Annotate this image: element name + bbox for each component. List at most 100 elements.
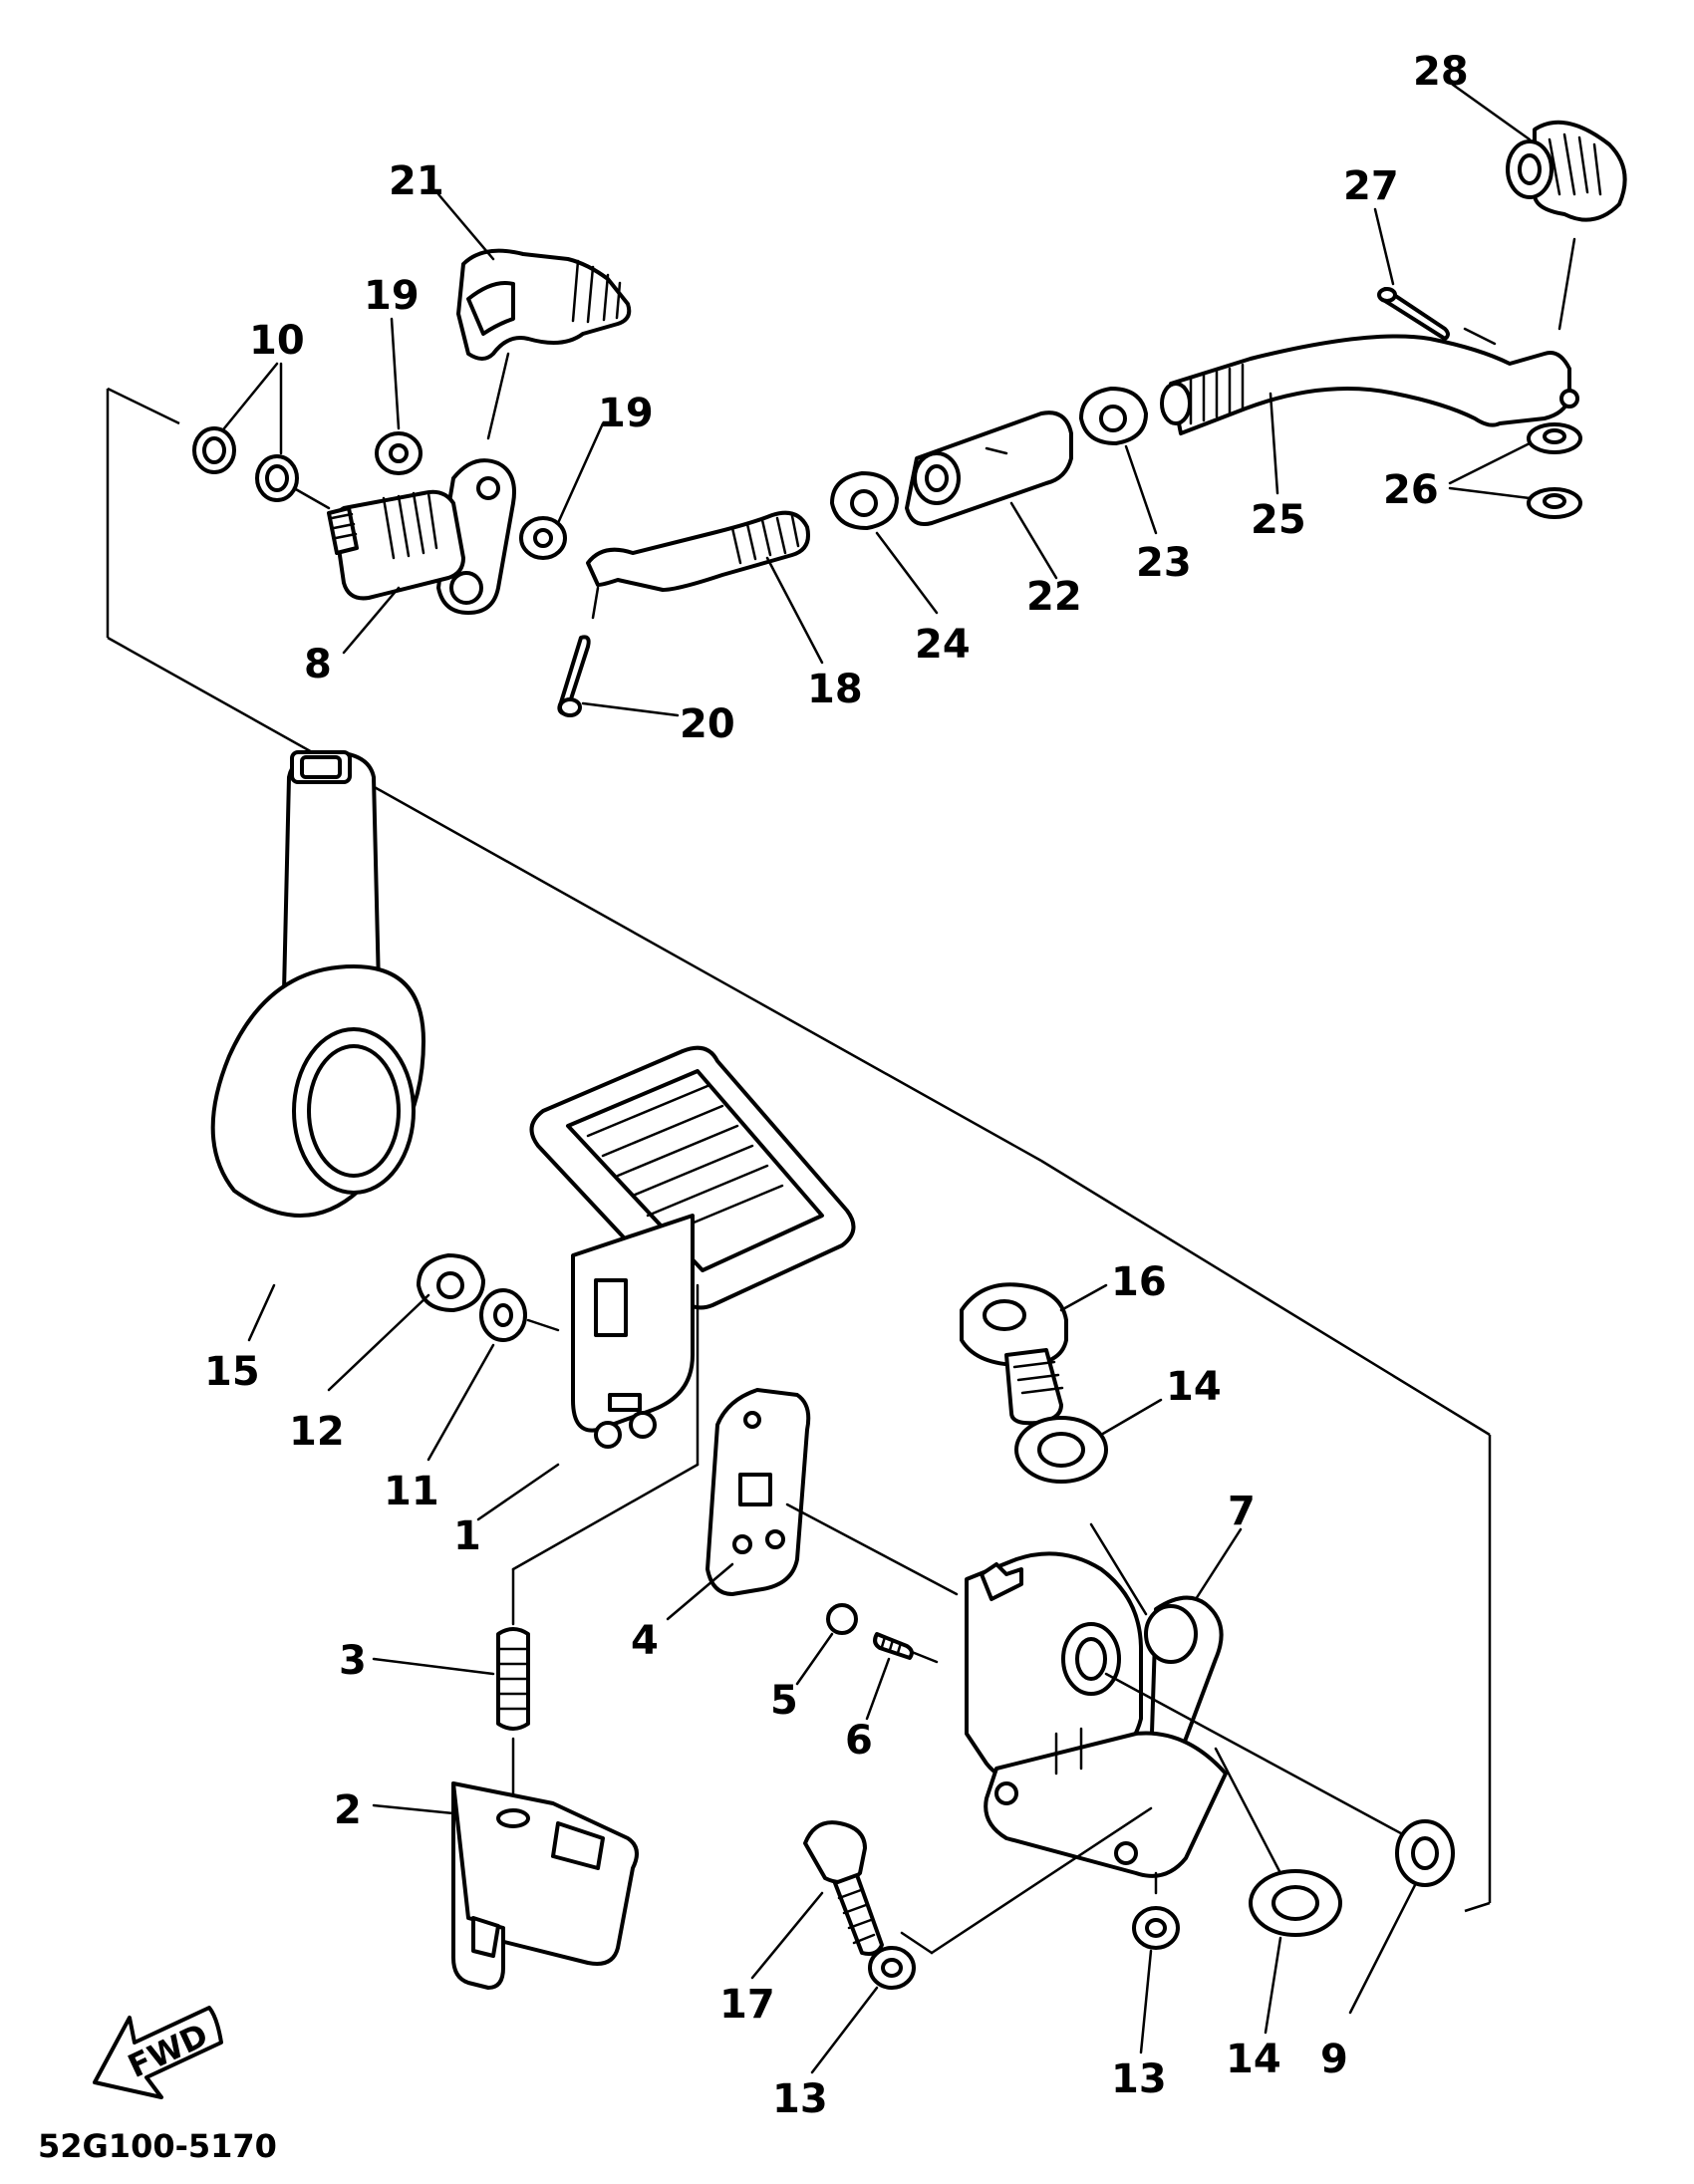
callout-18: 18	[807, 667, 863, 712]
diagram-code: 52G100-5170	[38, 2127, 277, 2165]
leader-25	[1269, 392, 1279, 495]
leader-19b	[556, 421, 605, 525]
part-1-handle	[529, 1045, 856, 1449]
part-19-washer-left	[375, 431, 423, 475]
callout-4: 4	[631, 1618, 659, 1664]
callout-20: 20	[680, 701, 735, 747]
callout-12: 12	[289, 1409, 345, 1455]
part-22-sleeve	[905, 410, 1073, 526]
callout-3: 3	[339, 1638, 367, 1684]
callout-labels: 28 27 26 25 23 22 24 18 20 19 19 21 10 8…	[204, 49, 1469, 2122]
leader-28	[1451, 83, 1532, 141]
callout-26: 26	[1383, 467, 1439, 513]
callout-22: 22	[1026, 574, 1082, 620]
part-24-nut	[830, 471, 899, 530]
leader-13b	[1139, 1949, 1153, 2054]
part-28-elbow	[1506, 120, 1627, 222]
callout-19b: 19	[598, 391, 654, 436]
part-23-nut	[1079, 387, 1148, 445]
callout-2: 2	[334, 1787, 362, 1833]
leader-10a	[222, 362, 279, 430]
callout-14a: 14	[1166, 1364, 1222, 1410]
callout-19a: 19	[364, 273, 420, 319]
callout-5: 5	[770, 1678, 798, 1724]
part-17-bolt	[803, 1820, 884, 1956]
leader-7b	[930, 1806, 1153, 1955]
leader-11	[426, 1343, 495, 1462]
part-9-washer	[1395, 1819, 1455, 1887]
leader-14b	[1089, 1522, 1148, 1616]
callout-25: 25	[1251, 497, 1306, 543]
leader-27	[1373, 207, 1395, 286]
leader-7c	[900, 1931, 934, 1955]
part-19-washer-right	[519, 516, 567, 560]
fwd-arrow-icon: FWD	[93, 2006, 223, 2099]
part-13-washer-left	[868, 1946, 916, 1990]
leader-19a	[390, 317, 401, 430]
leader-9	[1348, 1883, 1417, 2015]
leader-3	[372, 1657, 495, 1676]
leader-10c	[292, 486, 331, 510]
part-11-washer	[479, 1288, 527, 1342]
leader-22	[1009, 501, 1058, 580]
callout-15: 15	[204, 1349, 260, 1395]
callout-17: 17	[719, 1982, 775, 2028]
leader-2	[372, 1803, 455, 1815]
callout-24: 24	[915, 622, 971, 668]
part-26-washers	[1527, 422, 1582, 519]
callout-14b: 14	[1226, 2037, 1281, 2082]
leader-16	[1059, 1283, 1108, 1312]
part-21-boot	[456, 248, 632, 361]
leader-7	[1194, 1527, 1243, 1601]
leader-shaft	[1104, 1672, 1412, 1840]
leader-6	[865, 1657, 891, 1721]
leader-23	[1124, 444, 1158, 535]
part-5-ball	[826, 1603, 858, 1635]
leader-24	[875, 531, 939, 615]
leader-3b	[511, 1463, 700, 1571]
part-25-rod	[1160, 334, 1579, 435]
leader-21	[436, 192, 495, 261]
leader-13a	[810, 1986, 879, 2074]
assembly-outline	[106, 387, 1492, 1913]
callout-21: 21	[389, 158, 444, 204]
callout-10: 10	[249, 318, 305, 364]
leader-4	[666, 1562, 734, 1621]
part-2-detent	[451, 1781, 639, 1990]
part-15-bracket	[210, 750, 425, 1218]
part-4-plate	[706, 1388, 811, 1596]
leader-1	[476, 1463, 560, 1521]
part-6-spring	[873, 1632, 914, 1660]
callout-9: 9	[1320, 2037, 1348, 2082]
callout-13b: 13	[1111, 2056, 1167, 2102]
leader-17	[750, 1891, 824, 1980]
part-3-spring	[496, 1627, 530, 1731]
leader-20	[581, 701, 680, 717]
part-14-washer-upper	[1014, 1416, 1108, 1484]
callout-23: 23	[1136, 540, 1192, 586]
leader-14a	[1099, 1398, 1163, 1437]
leader-26b	[1448, 486, 1532, 500]
leader-5	[795, 1632, 834, 1686]
leader-18	[765, 556, 824, 665]
leader-8	[342, 586, 401, 655]
callout-1: 1	[453, 1513, 481, 1559]
leader-14d	[1214, 1747, 1282, 1875]
part-13-washer-right	[1132, 1906, 1180, 1950]
part-14-washer-lower	[1249, 1869, 1342, 1937]
callout-6: 6	[845, 1718, 873, 1764]
callout-7: 7	[1228, 1489, 1256, 1534]
part-8-lever	[327, 458, 516, 615]
leader-12	[327, 1293, 430, 1392]
callout-11: 11	[384, 1469, 439, 1514]
callout-27: 27	[1343, 163, 1399, 209]
leader-26a	[1448, 441, 1532, 485]
leader-11b	[526, 1318, 560, 1332]
leader-6b	[910, 1650, 939, 1664]
leader-15	[247, 1283, 276, 1342]
leader-14c	[1264, 1936, 1282, 2035]
part-12-nut	[417, 1253, 485, 1312]
part-10-washers	[192, 426, 299, 502]
part-7-housing	[965, 1551, 1228, 1878]
leader-28b	[1557, 237, 1576, 331]
